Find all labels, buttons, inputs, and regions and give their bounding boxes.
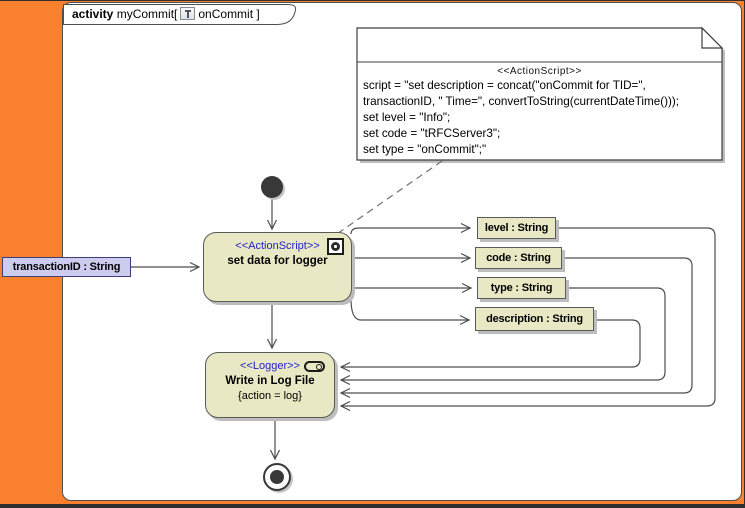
frame-keyword: activity — [72, 7, 114, 21]
output-pin-label: level : String — [484, 222, 549, 234]
activity-diagram-icon — [180, 7, 196, 20]
action-write-in-log-file[interactable]: <<Logger>> Write in Log File {action = l… — [205, 352, 335, 418]
frame-tab-label[interactable]: activity myCommit[ onCommit ] — [72, 7, 260, 21]
output-pin-type[interactable]: type : String — [477, 277, 566, 299]
output-pin-label: description : String — [486, 313, 583, 325]
output-pin-label: code : String — [486, 252, 551, 264]
output-pin-code[interactable]: code : String — [475, 247, 562, 269]
logger-icon — [304, 361, 325, 372]
output-pin-description[interactable]: description : String — [475, 307, 594, 331]
action-set-data-for-logger[interactable]: <<ActionScript>> set data for logger — [203, 232, 352, 302]
action-constraint: {action = log} — [238, 390, 302, 402]
note-line: set level = "Info"; — [363, 111, 451, 124]
note-line: set type = "onCommit";" — [363, 143, 487, 156]
action-stereotype: <<Logger>> — [240, 360, 300, 372]
frame-parameter: onCommit ] — [198, 7, 260, 21]
input-pin-transaction-id[interactable]: transactionID : String — [2, 257, 131, 277]
frame-name: myCommit[ — [116, 7, 178, 21]
action-name: set data for logger — [227, 255, 328, 267]
output-pin-level[interactable]: level : String — [477, 217, 556, 239]
initial-node[interactable] — [261, 176, 283, 198]
output-pin-label: type : String — [490, 282, 553, 294]
activity-final-node[interactable] — [263, 463, 291, 491]
actionscript-icon — [327, 238, 344, 255]
activity-final-dot — [270, 470, 284, 484]
input-pin-label: transactionID : String — [12, 261, 121, 273]
action-name: Write in Log File — [225, 375, 315, 387]
note-line: set code = "tRFCServer3"; — [363, 127, 501, 140]
note-stereotype: <<ActionScript>> — [497, 66, 582, 77]
note-line: script = "set description = concat("onCo… — [363, 79, 646, 92]
action-stereotype: <<ActionScript>> — [235, 240, 320, 252]
note-line: transactionID, " Time=", convertToString… — [363, 95, 680, 108]
